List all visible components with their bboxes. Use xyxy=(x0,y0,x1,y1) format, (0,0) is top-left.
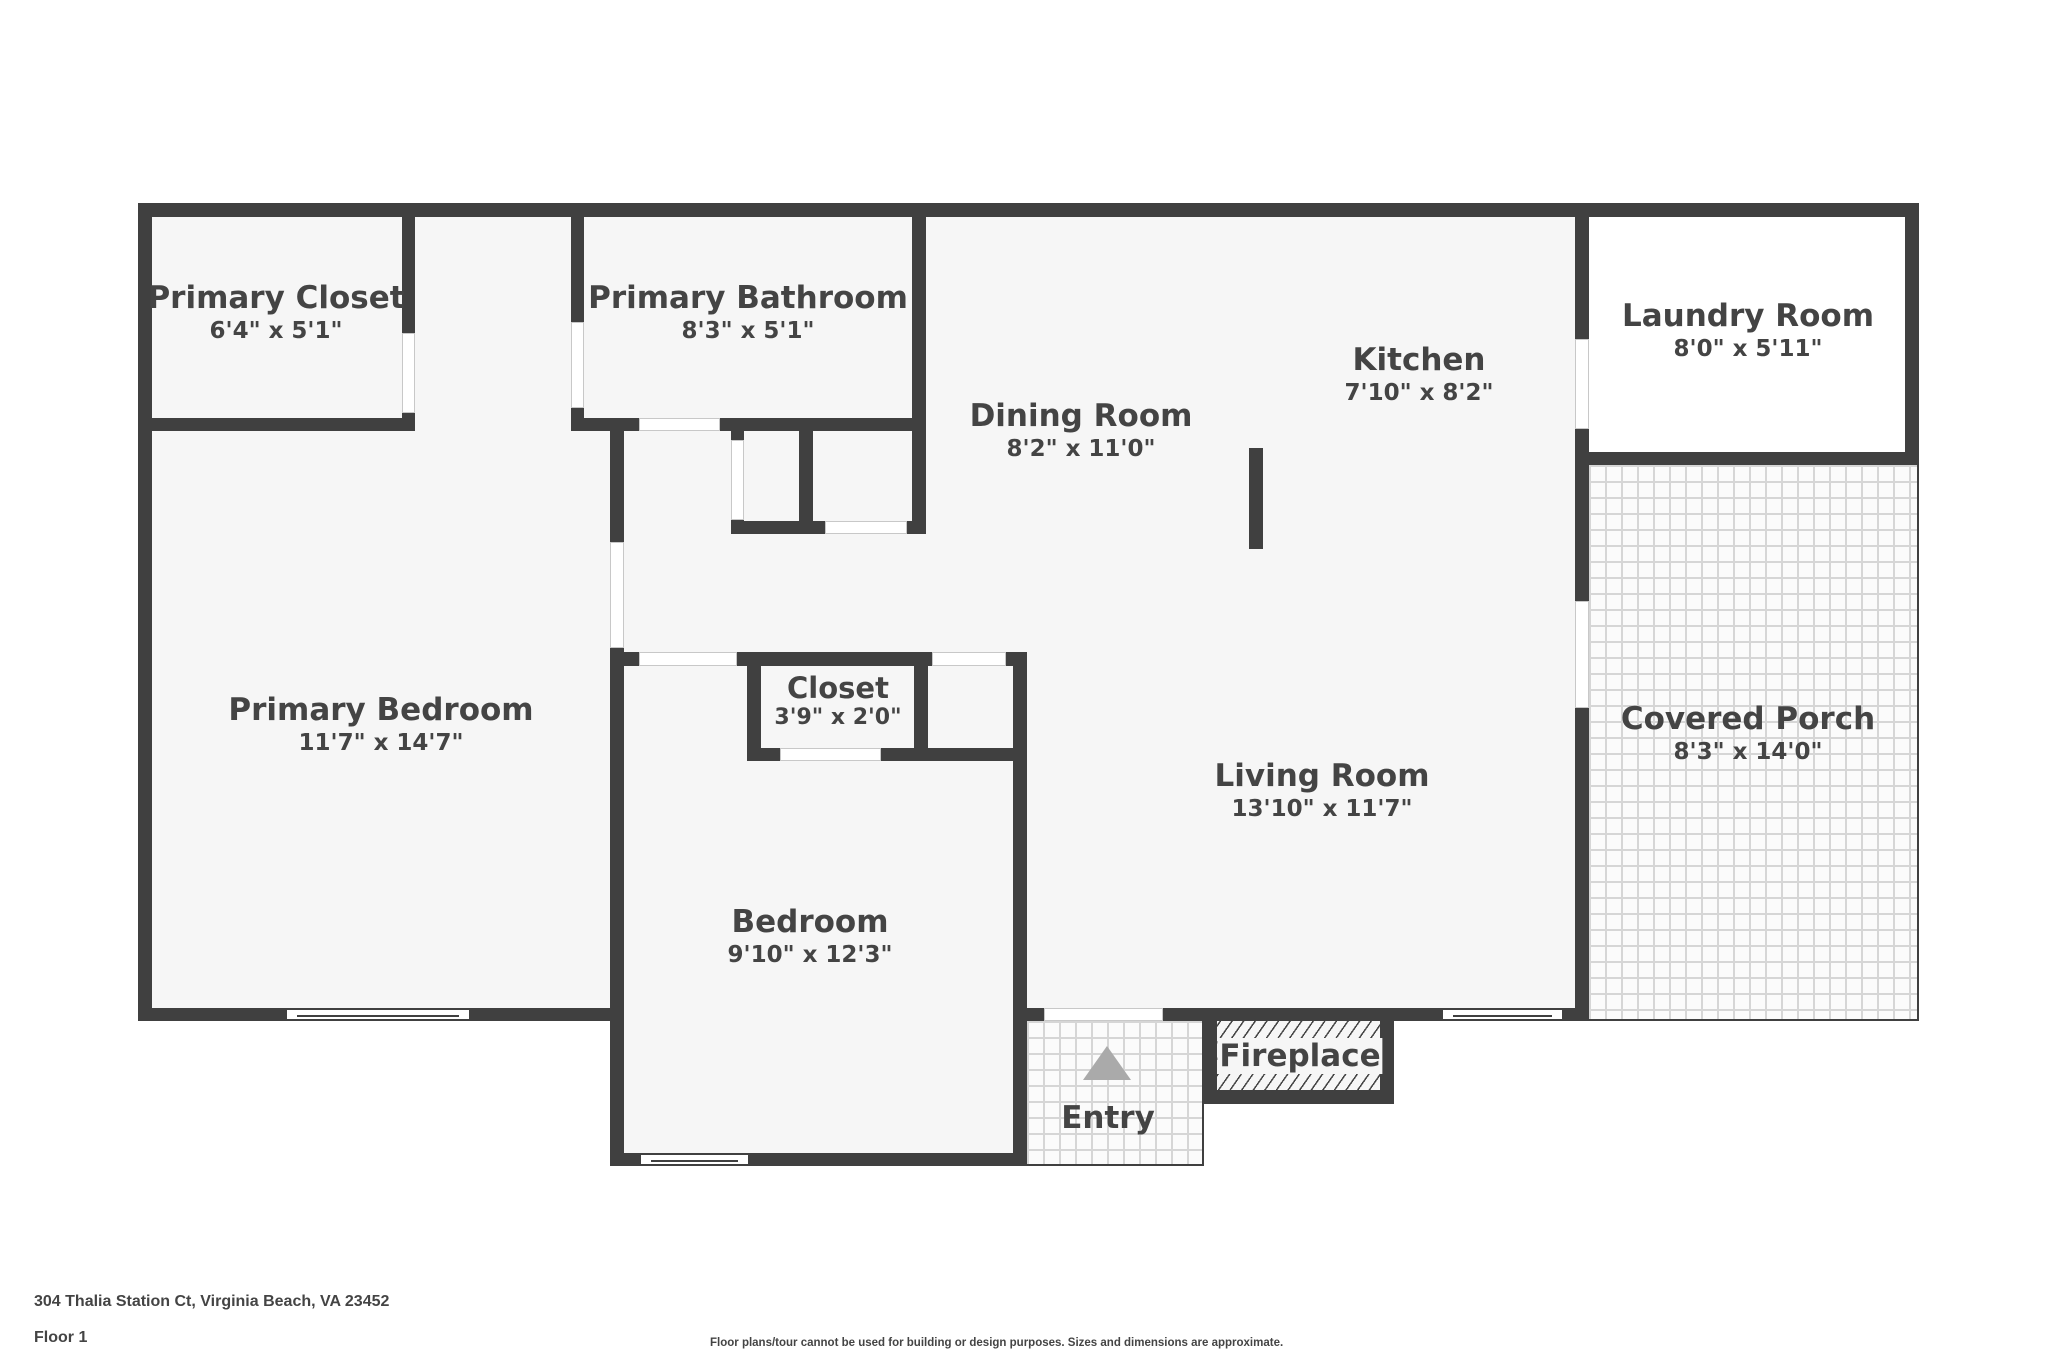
primary-closet-door[interactable] xyxy=(402,333,415,413)
primary-bathroom-door[interactable] xyxy=(571,322,584,408)
room-name: Kitchen xyxy=(1352,342,1486,378)
room-label-primary-closet: Primary Closet 6'4" x 5'1" xyxy=(147,280,404,346)
porch-outline-right xyxy=(1917,465,1919,1021)
room-dimensions: 8'3" x 5'1" xyxy=(681,318,815,344)
window-living-room xyxy=(1441,1008,1564,1021)
wall-linen-mid xyxy=(799,418,813,534)
primary-bedroom-door[interactable] xyxy=(610,542,624,648)
wall-fireplace-right xyxy=(1380,1008,1394,1104)
room-dimensions: 8'2" x 11'0" xyxy=(1006,436,1156,462)
room-dimensions: 13'10" x 11'7" xyxy=(1231,796,1413,822)
room-label-living-room: Living Room 13'10" x 11'7" xyxy=(1214,758,1429,824)
floor-main xyxy=(138,203,1589,1021)
disclaimer: Floor plans/tour cannot be used for buil… xyxy=(710,1337,1284,1349)
room-label-fireplace: Fireplace xyxy=(1217,1038,1383,1074)
room-label-primary-bedroom: Primary Bedroom 11'7" x 14'7" xyxy=(228,692,533,758)
room-label-covered-porch: Covered Porch 8'3" x 14'0" xyxy=(1621,701,1875,767)
window-bedroom xyxy=(639,1153,750,1166)
wall-closet-right xyxy=(914,652,928,761)
wall-closet-left xyxy=(747,652,761,761)
room-dimensions: 8'3" x 14'0" xyxy=(1673,739,1823,765)
room-label-primary-bathroom: Primary Bathroom 8'3" x 5'1" xyxy=(588,280,908,346)
wall-right-laundry xyxy=(1905,203,1919,465)
room-label-dining-room: Dining Room 8'2" x 11'0" xyxy=(970,398,1193,464)
porch-outline-bottom xyxy=(1589,1019,1919,1021)
entry-outline-bottom xyxy=(1027,1164,1204,1166)
wall-bath-bottom xyxy=(571,418,926,431)
room-dimensions: 3'9" x 2'0" xyxy=(774,705,902,730)
room-name: Primary Bedroom xyxy=(228,692,534,728)
closet-door[interactable] xyxy=(780,748,881,761)
room-name: Entry xyxy=(1061,1100,1155,1136)
bedroom-door[interactable] xyxy=(639,652,737,666)
room-name: Primary Bathroom xyxy=(588,280,908,316)
room-dimensions: 9'10" x 12'3" xyxy=(727,942,893,968)
room-label-closet: Closet 3'9" x 2'0" xyxy=(774,671,901,731)
room-name: Laundry Room xyxy=(1621,298,1875,334)
room-dimensions: 8'0" x 5'11" xyxy=(1673,336,1823,362)
linen-closet-door-2[interactable] xyxy=(825,521,907,534)
room-name: Closet xyxy=(787,671,889,705)
room-name: Dining Room xyxy=(969,398,1193,434)
room-label-kitchen: Kitchen 7'10" x 8'2" xyxy=(1345,342,1494,408)
entry-arrow-icon xyxy=(1083,1046,1131,1080)
window-primary-bedroom xyxy=(285,1008,471,1021)
wall-fireplace-bottom xyxy=(1204,1090,1394,1104)
address: 304 Thalia Station Ct, Virginia Beach, V… xyxy=(34,1293,390,1310)
room-dimensions: 6'4" x 5'1" xyxy=(209,318,343,344)
wall-hall-left xyxy=(610,418,624,1166)
room-name: Fireplace xyxy=(1217,1038,1383,1074)
room-label-laundry-room: Laundry Room 8'0" x 5'11" xyxy=(1622,298,1874,364)
room-dimensions: 11'7" x 14'7" xyxy=(298,730,464,756)
porch-door[interactable] xyxy=(1575,601,1589,708)
room-name: Living Room xyxy=(1214,758,1430,794)
laundry-door[interactable] xyxy=(1575,339,1589,429)
wall-left xyxy=(138,203,152,1021)
wall-laundry-bottom xyxy=(1575,452,1919,465)
room-name: Primary Closet xyxy=(147,280,405,316)
bath-hall-door[interactable] xyxy=(639,418,720,431)
room-name: Covered Porch xyxy=(1620,701,1876,737)
wall-fireplace-left xyxy=(1204,1008,1217,1104)
covered-porch-tile xyxy=(1589,465,1919,1021)
room-label-bedroom: Bedroom 9'10" x 12'3" xyxy=(728,904,893,970)
hall-closet-door[interactable] xyxy=(932,652,1006,666)
floor-number: Floor 1 xyxy=(34,1329,88,1346)
entry-outline-right xyxy=(1202,1021,1204,1166)
room-label-entry: Entry xyxy=(1061,1100,1155,1136)
wall-bath-right xyxy=(912,203,926,534)
room-dimensions: 7'10" x 8'2" xyxy=(1344,380,1494,406)
floor-bedroom xyxy=(610,1000,1027,1166)
kitchen-divider xyxy=(1249,448,1263,549)
wall-bedroom-right xyxy=(1013,652,1027,1166)
linen-closet-door-1[interactable] xyxy=(731,440,744,520)
front-door[interactable] xyxy=(1044,1008,1163,1021)
room-name: Bedroom xyxy=(731,904,889,940)
entry-tile xyxy=(1027,1021,1204,1166)
wall-primary-closet-bottom xyxy=(138,418,415,431)
